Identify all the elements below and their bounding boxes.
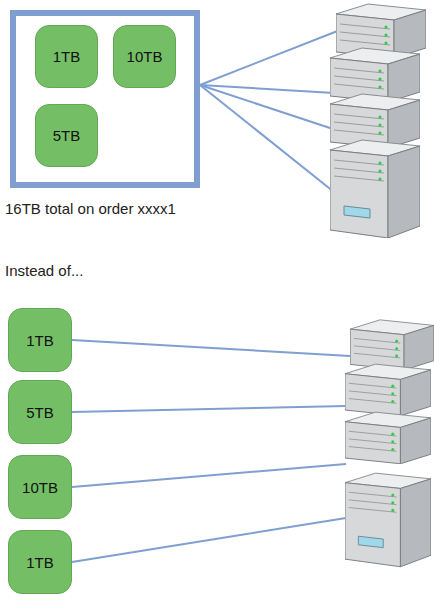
tower-server: [330, 140, 420, 238]
storage-volume: 1TB: [35, 25, 98, 88]
server-stack: [330, 4, 426, 238]
connection-line: [200, 85, 334, 192]
storage-volume: 1TB: [8, 308, 72, 372]
storage-volume: 5TB: [8, 380, 72, 444]
volume-size: 10TB: [22, 479, 58, 496]
connection-lines: [72, 340, 350, 562]
rack-server: [350, 320, 434, 370]
connection-line: [200, 85, 336, 130]
rack-server: [330, 94, 420, 148]
pool-caption: 16TB total on order xxxx1: [5, 200, 176, 217]
connection-line: [72, 340, 350, 356]
note-text: Instead of...: [5, 262, 83, 279]
volume-size: 5TB: [53, 127, 81, 144]
volume-size: 10TB: [127, 48, 163, 65]
rack-server: [345, 364, 431, 416]
volume-size: 5TB: [26, 404, 54, 421]
storage-pool: 16TB total on order xxxx11TB10TB5TB: [10, 10, 200, 188]
tower-server: [345, 473, 431, 567]
storage-volume: 1TB: [8, 530, 72, 594]
volume-size: 1TB: [53, 48, 81, 65]
rack-server: [345, 412, 431, 464]
connection-line: [72, 518, 346, 562]
connection-line: [72, 464, 346, 487]
storage-volume: 5TB: [35, 104, 98, 167]
connection-line: [72, 406, 346, 412]
volume-size: 1TB: [26, 332, 54, 349]
rack-server: [330, 48, 420, 102]
volume-size: 1TB: [26, 554, 54, 571]
storage-volume: 10TB: [8, 455, 72, 519]
connection-line: [200, 30, 340, 85]
server-stack: [345, 320, 434, 567]
storage-volume: 10TB: [113, 25, 176, 88]
connection-lines: [200, 30, 340, 192]
